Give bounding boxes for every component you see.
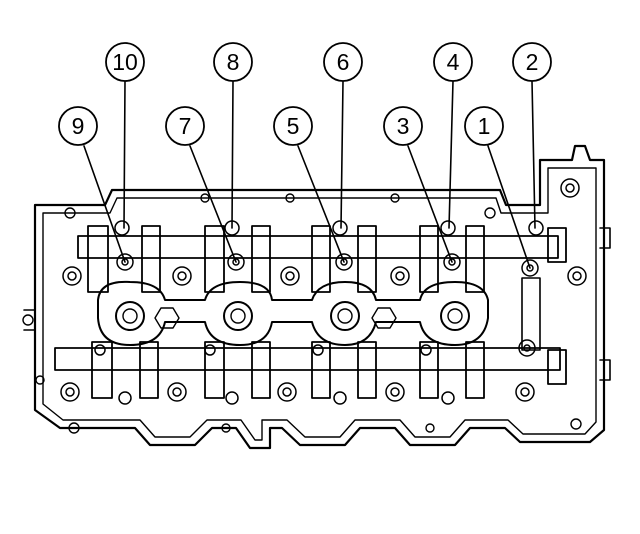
leader-3 xyxy=(407,145,453,263)
leader-4 xyxy=(448,80,454,229)
callout-6-label: 6 xyxy=(337,49,350,75)
callout-3-label: 3 xyxy=(397,113,410,139)
head-outline xyxy=(22,144,611,450)
lower-camshaft xyxy=(54,341,567,399)
callout-8: 8 xyxy=(213,42,253,82)
upper-bolts xyxy=(62,178,587,286)
leader-1 xyxy=(487,145,531,269)
callout-9-label: 9 xyxy=(72,113,85,139)
callout-2: 2 xyxy=(512,42,552,82)
callout-4: 4 xyxy=(433,42,473,82)
callout-5: 5 xyxy=(273,106,313,146)
callout-7-label: 7 xyxy=(179,113,192,139)
callout-10: 10 xyxy=(105,42,145,82)
bearing-cap-frame xyxy=(97,277,541,351)
callout-1-label: 1 xyxy=(478,113,491,139)
callout-2-label: 2 xyxy=(526,49,539,75)
leader-5 xyxy=(297,145,345,263)
leader-8 xyxy=(231,80,234,229)
callout-8-label: 8 xyxy=(227,49,240,75)
leader-lines xyxy=(83,80,536,269)
flange-holes xyxy=(35,193,582,434)
callout-10-label: 10 xyxy=(112,49,138,75)
callout-6: 6 xyxy=(323,42,363,82)
callouts: 10 8 6 4 2 9 7 5 xyxy=(58,42,552,146)
leader-6 xyxy=(340,80,344,229)
leader-2 xyxy=(531,80,536,229)
lower-bolts xyxy=(60,339,536,405)
callout-4-label: 4 xyxy=(447,49,460,75)
leader-7 xyxy=(189,145,237,263)
leader-10 xyxy=(123,80,126,229)
upper-camshaft xyxy=(77,225,567,293)
callout-1: 1 xyxy=(464,106,504,146)
callout-3: 3 xyxy=(383,106,423,146)
callout-7: 7 xyxy=(165,106,205,146)
leader-9 xyxy=(83,145,126,263)
callout-9: 9 xyxy=(58,106,98,146)
callout-5-label: 5 xyxy=(287,113,300,139)
